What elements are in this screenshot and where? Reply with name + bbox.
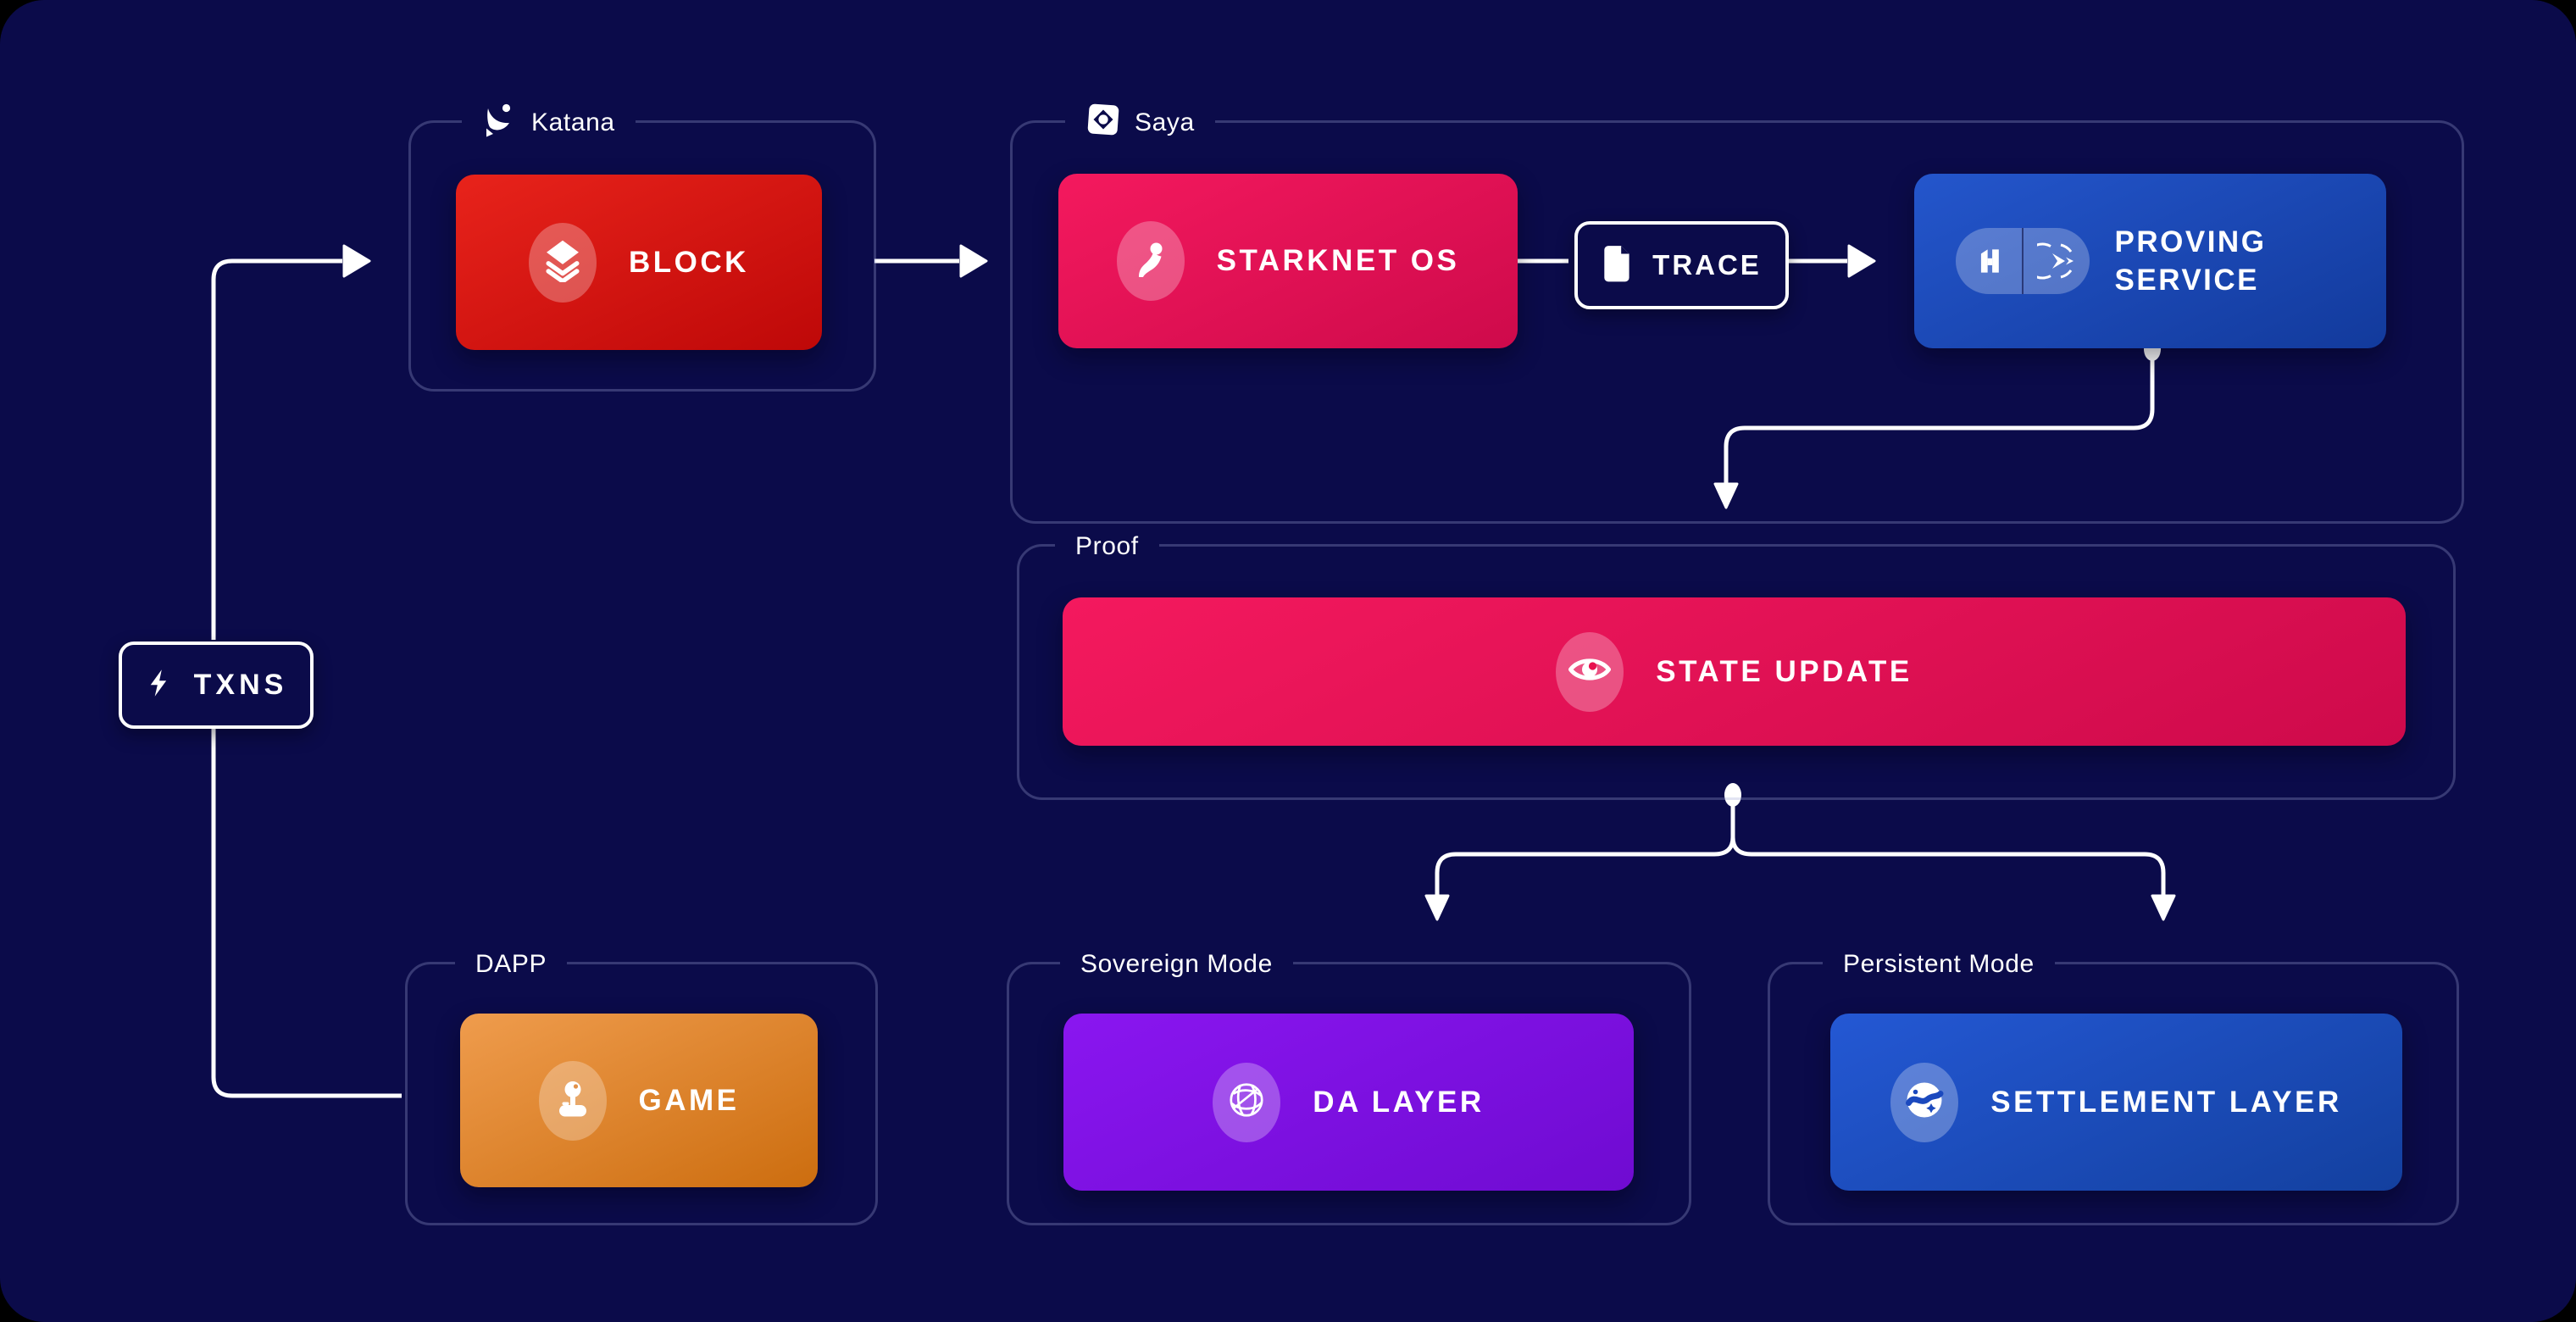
dapp-group: DAPP GAME [405, 942, 878, 1225]
settlement-layer-label: SETTLEMENT LAYER [1990, 1085, 2342, 1119]
block-node: BLOCK [456, 175, 822, 350]
edge-txns-dapp [211, 724, 402, 1098]
edge-txns-katana [211, 258, 342, 640]
game-label: GAME [638, 1083, 740, 1117]
layers-icon [541, 238, 585, 286]
persistent-mode-group-label: Persistent Mode [1823, 942, 2055, 986]
arrowhead-right [959, 244, 988, 278]
starknet-figure-icon [1131, 240, 1170, 283]
katana-group-title: Katana [531, 108, 615, 136]
proving-service-node: PROVING SERVICE [1914, 174, 2386, 348]
txns-node: TXNS [119, 642, 314, 729]
arrowhead-right [342, 244, 371, 278]
da-layer-node: DA LAYER [1063, 1014, 1634, 1191]
da-layer-label: DA LAYER [1313, 1085, 1485, 1119]
state-update-label: STATE UPDATE [1656, 654, 1913, 688]
saya-group: Saya STARKNET OS TRACE [1010, 101, 2464, 524]
arrowhead-down [1424, 894, 1450, 921]
sovereign-mode-group-label: Sovereign Mode [1060, 942, 1293, 986]
stwo-prover-icon [2021, 228, 2090, 294]
katana-icon [482, 102, 518, 144]
block-icon-badge [529, 222, 597, 303]
state-update-node: STATE UPDATE [1063, 597, 2406, 746]
dapp-group-label: DAPP [455, 942, 568, 986]
lightning-icon [145, 668, 175, 703]
dapp-group-title: DAPP [475, 950, 547, 978]
edge-proof-persistent [1730, 836, 2166, 897]
saya-group-label: Saya [1065, 101, 1215, 145]
eye-icon [1568, 653, 1612, 691]
persistent-mode-group: Persistent Mode SETTLEMENT LAYER [1768, 942, 2459, 1225]
herodotus-h-icon [1956, 228, 2022, 294]
saya-group-title: Saya [1135, 108, 1195, 136]
sovereign-mode-group-title: Sovereign Mode [1080, 950, 1273, 978]
saya-icon [1085, 102, 1121, 144]
proof-group-title: Proof [1075, 532, 1139, 560]
starknet-os-node: STARKNET OS [1058, 174, 1518, 348]
joystick-icon [553, 1079, 592, 1122]
sovereign-mode-group: Sovereign Mode DA LAYER [1007, 942, 1691, 1225]
txns-label: TXNS [193, 669, 288, 701]
block-label: BLOCK [629, 245, 749, 279]
starknet-circle-icon [1903, 1079, 1946, 1125]
starknet-os-label: STARKNET OS [1216, 244, 1460, 277]
state-update-icon-badge [1556, 631, 1624, 712]
persistent-mode-group-title: Persistent Mode [1843, 950, 2035, 978]
katana-group: Katana BLOCK [408, 101, 876, 392]
starknet-os-icon-badge [1116, 221, 1185, 301]
proving-service-label: PROVING SERVICE [2114, 225, 2267, 297]
da-layer-icon-badge [1213, 1062, 1281, 1142]
settlement-layer-icon-badge [1890, 1062, 1959, 1142]
proving-service-icon-pill [1955, 228, 2090, 294]
arrowhead-down [2151, 894, 2176, 921]
trace-node: TRACE [1574, 221, 1789, 309]
katana-group-label: Katana [462, 101, 636, 145]
settlement-layer-node: SETTLEMENT LAYER [1830, 1014, 2402, 1191]
trace-label: TRACE [1652, 249, 1762, 281]
game-icon-badge [538, 1060, 607, 1141]
globe-icon [1225, 1079, 1268, 1125]
document-icon [1602, 244, 1634, 287]
proof-group-label: Proof [1055, 525, 1159, 569]
game-node: GAME [460, 1014, 818, 1187]
edge-proof-sovereign [1435, 800, 1735, 897]
proof-group: Proof STATE UPDATE [1017, 525, 2456, 800]
